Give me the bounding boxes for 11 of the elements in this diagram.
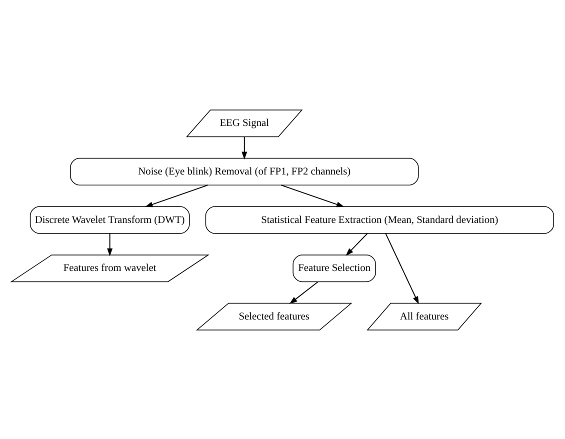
arrow	[346, 232, 368, 256]
arrow	[280, 184, 344, 207]
node-box: Discrete Wavelet Transform (DWT)	[30, 206, 190, 234]
node-box: Feature Selection	[292, 254, 376, 282]
arrow	[385, 232, 419, 304]
node-box: Statistical Feature Extraction (Mean, Standard deviation)	[205, 206, 554, 234]
arrow	[289, 280, 318, 304]
arrow	[107, 232, 113, 256]
arrow	[144, 184, 208, 207]
arrow	[242, 136, 248, 160]
node-box: Noise (Eye blink) Removal (of FP1, FP2 channels)	[70, 157, 419, 185]
